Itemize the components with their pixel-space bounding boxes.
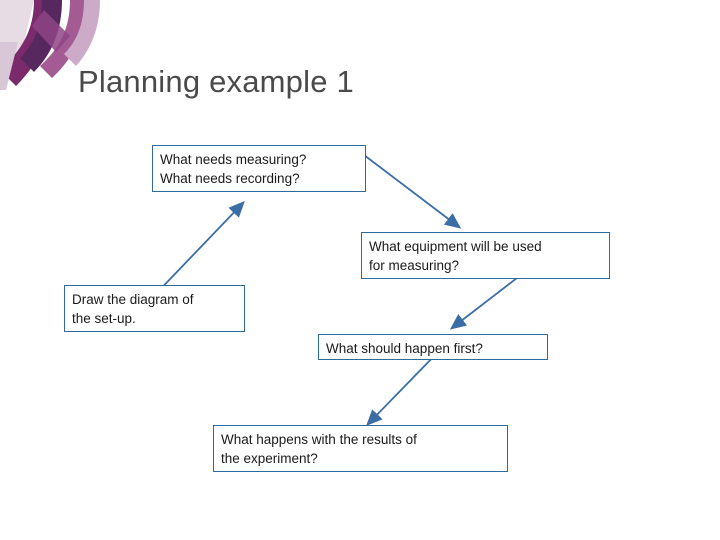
- box-equipment-line2: for measuring?: [369, 258, 460, 274]
- corner-decoration: [0, 0, 120, 130]
- arrow-measuring-to-equipment: [359, 151, 462, 229]
- box-equipment-line1: What equipment will be used: [369, 239, 542, 254]
- arrow-first-step-to-results: [366, 349, 441, 426]
- page-title: Planning example 1: [78, 64, 354, 99]
- box-measuring-recording: What needs measuring? What needs recordi…: [152, 145, 366, 192]
- box-measuring-recording-line2: What needs recording?: [160, 171, 300, 187]
- box-results-line1: What happens with the results of: [221, 432, 417, 447]
- box-diagram-line2: the set-up.: [72, 311, 136, 327]
- box-measuring-recording-line1: What needs measuring?: [160, 152, 307, 167]
- box-first-step: What should happen first?: [318, 334, 548, 360]
- box-first-step-line1: What should happen first?: [326, 341, 483, 356]
- box-diagram: Draw the diagram of the set-up.: [64, 285, 245, 332]
- box-results: What happens with the results of the exp…: [213, 425, 508, 472]
- box-equipment: What equipment will be used for measurin…: [361, 232, 610, 279]
- purple-fan-graphic: [0, 0, 120, 130]
- box-results-line2: the experiment?: [221, 451, 318, 467]
- box-diagram-line1: Draw the diagram of: [72, 292, 194, 307]
